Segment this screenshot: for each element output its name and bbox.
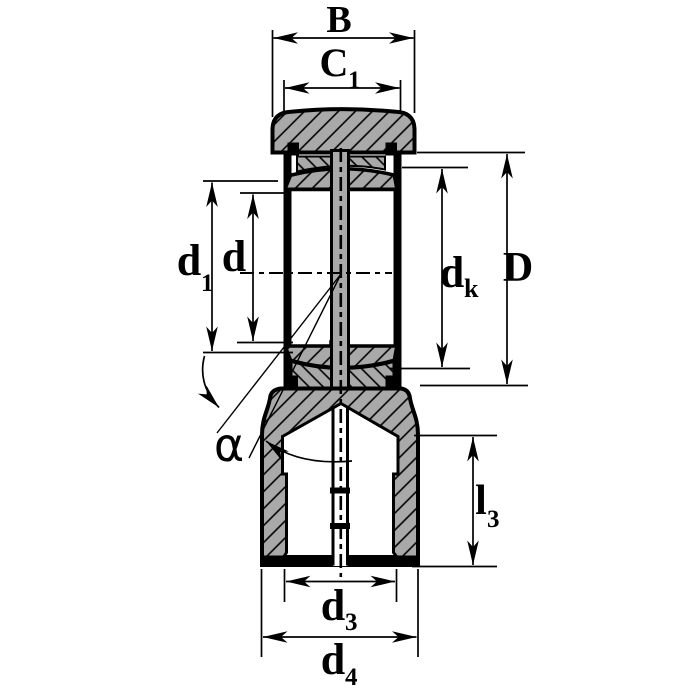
- centerlines: [240, 148, 392, 577]
- dim-dk: d k: [390, 166, 479, 370]
- dim-label-C1-sub: 1: [348, 67, 361, 94]
- dim-label-l3: l: [475, 478, 487, 524]
- dim-label-d: d: [222, 232, 246, 281]
- dim-l3: l 3: [412, 434, 500, 568]
- dim-label-d1: d: [177, 236, 201, 285]
- retainer-bottom-right: [385, 375, 398, 389]
- dim-label-d4: d: [321, 635, 345, 684]
- tilt-axis-line-inner: [248, 273, 342, 459]
- dim-label-l3-sub: 3: [487, 506, 500, 533]
- tube-wall-left: [283, 152, 292, 391]
- dim-d: d: [222, 192, 293, 344]
- dim-B: B: [271, 0, 416, 117]
- dim-d3: d 3: [283, 569, 398, 636]
- cap-head: [270, 107, 417, 155]
- dim-label-d1-sub: 1: [201, 270, 214, 297]
- retainer-top-right: [385, 142, 397, 156]
- dimensions: B C 1 d 1 d d: [177, 0, 533, 691]
- dim-label-d4-sub: 4: [345, 664, 358, 691]
- alpha-leader: [265, 440, 353, 463]
- dim-label-alpha: α: [214, 418, 244, 472]
- dim-label-d3: d: [321, 581, 345, 630]
- angle-construction: α: [198, 273, 353, 472]
- dim-d4: d 4: [260, 569, 419, 691]
- housing-floor-right: [347, 555, 418, 566]
- dim-D: D: [417, 151, 533, 387]
- tilt-axis-line-outer: [216, 273, 342, 434]
- dim-C1: C 1: [283, 40, 402, 113]
- retainer-top-left: [287, 142, 299, 156]
- dim-label-C1: C: [320, 40, 349, 85]
- dim-label-D: D: [503, 245, 533, 291]
- housing-floor-left: [262, 555, 333, 566]
- dim-label-d3-sub: 3: [345, 609, 358, 636]
- angle-arc: [198, 355, 220, 409]
- dim-label-dk: d: [440, 248, 464, 297]
- dim-d1: d 1: [177, 180, 293, 354]
- tube-wall-right: [393, 152, 402, 391]
- dim-label-dk-sub: k: [464, 274, 479, 303]
- dim-label-B: B: [326, 0, 351, 41]
